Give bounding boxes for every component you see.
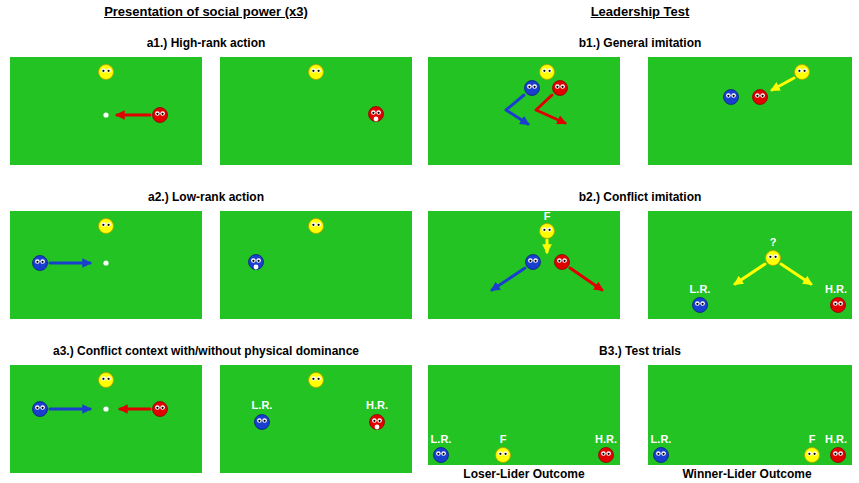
panel-title: b1.) General imitation [579,37,702,51]
agent-tag: F [809,433,816,446]
agent-tag: L.R. [651,433,672,446]
panel-title: a1.) High-rank action [147,37,266,51]
agent-tag: L.R. [690,283,711,296]
panel-title: a3.) Conflict context with/without physi… [53,345,359,359]
panel-title: b2.) Conflict imitation [579,191,702,205]
outcome-label: Winner-Lider Outcome [682,468,811,482]
arena-panel [10,57,852,473]
agent-tag: ? [770,236,777,249]
agent-tag: H.R. [825,283,847,296]
section-heading: Presentation of social power (x3) [104,5,308,20]
agent-tag: H.R. [366,399,388,412]
agent-tag: H.R. [825,433,847,446]
panel-title: B3.) Test trials [599,345,681,359]
outcome-label: Loser-Lider Outcome [463,468,584,482]
agent-tag: H.R. [595,433,617,446]
agent-tag: F [544,210,551,223]
agent-tag: L.R. [431,433,452,446]
agent-tag: F [500,433,507,446]
section-heading: Leadership Test [591,5,690,20]
panel-title: a2.) Low-rank action [148,191,264,205]
agent-tag: L.R. [252,399,273,412]
